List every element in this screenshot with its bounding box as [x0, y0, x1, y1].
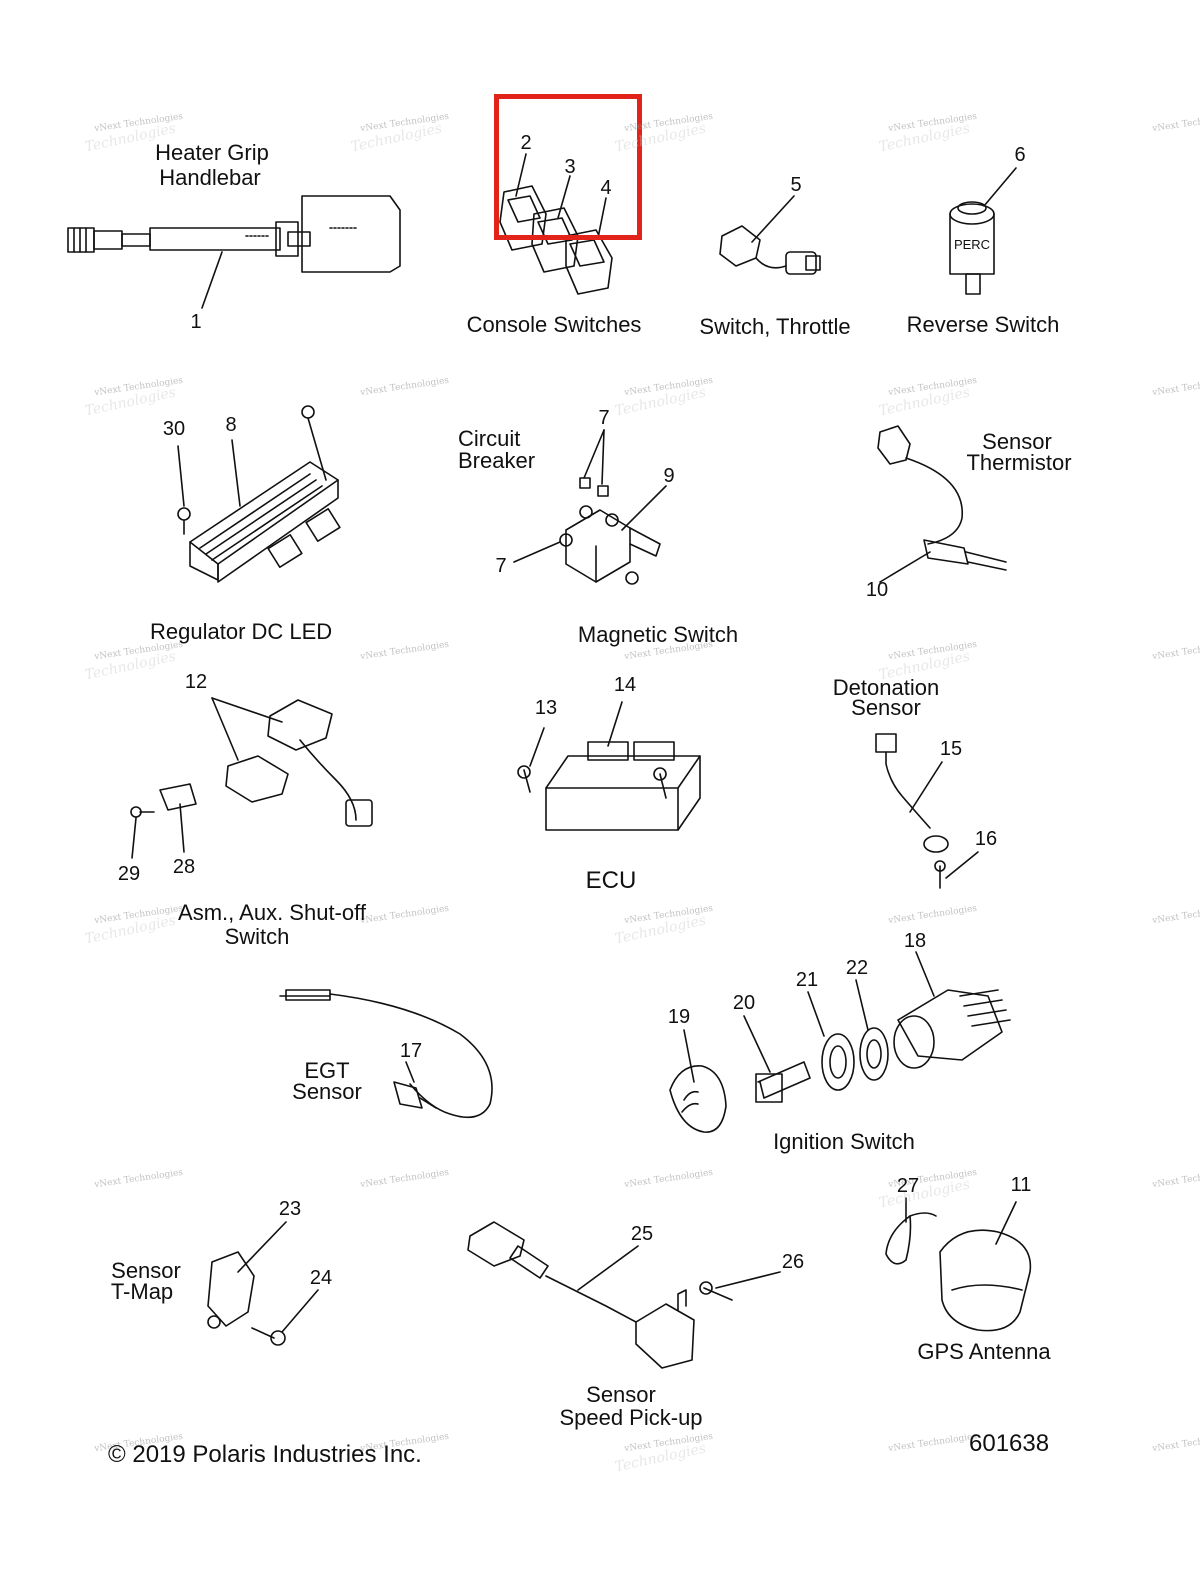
aux-shutoff-part: [130, 697, 373, 859]
selection-highlight: [494, 94, 642, 240]
callout-3: 3: [564, 156, 576, 178]
ecu-part: [517, 701, 701, 831]
magnetic-switch-label: Magnetic Switch: [577, 622, 739, 647]
aux-shutoff-label: Asm., Aux. Shut-off: [178, 900, 366, 925]
callout-22: 22: [845, 957, 869, 979]
callout-25: 25: [630, 1223, 654, 1245]
callout-24: 24: [309, 1267, 333, 1289]
regulator-label: Regulator DC LED: [150, 619, 333, 644]
callout-5: 5: [790, 174, 802, 196]
detonation-sensor-label: Sensor: [851, 695, 921, 720]
callout-7: 7: [598, 407, 610, 429]
egt-sensor-label: EGT: [304, 1058, 350, 1083]
sensor-thermistor-label: Thermistor: [966, 450, 1072, 475]
speed-pickup-part: [467, 1221, 781, 1369]
gps-antenna-label: GPS Antenna: [917, 1339, 1051, 1364]
switch-throttle-label: Switch, Throttle: [699, 314, 851, 339]
callout-2: 2: [520, 132, 532, 154]
sensor-thermistor-label: Sensor: [982, 429, 1052, 454]
callout-6: 6: [1014, 144, 1026, 166]
console-switches-label: Console Switches: [466, 312, 642, 337]
callout-26: 26: [781, 1251, 805, 1273]
reverse-switch-label: Reverse Switch: [906, 312, 1060, 337]
callout-16: 16: [974, 828, 998, 850]
regulator-part: [177, 405, 341, 583]
circuit-breaker-label: Breaker: [458, 448, 536, 473]
callout-4: 4: [600, 177, 612, 199]
sensor-tmap-label: T-Map: [110, 1279, 174, 1304]
copyright-text: © 2019 Polaris Industries Inc.: [108, 1441, 422, 1468]
console-switches-part: [499, 153, 613, 295]
ignition-switch-part: [669, 951, 1011, 1133]
callout-19: 19: [667, 1006, 691, 1028]
callout-1: 1: [190, 311, 202, 333]
ignition-switch-label: Ignition Switch: [773, 1129, 915, 1154]
callout-20: 20: [732, 992, 756, 1014]
throttle-switch-part: [719, 195, 821, 275]
magnetic-switch-part: [513, 429, 667, 585]
egt-sensor-label: Sensor: [292, 1079, 362, 1104]
callout-9: 9: [663, 465, 675, 487]
detonation-sensor-part: [875, 733, 979, 889]
aux-shutoff-label: Switch: [224, 924, 290, 949]
callout-15: 15: [939, 738, 963, 760]
callout-8: 8: [225, 414, 237, 436]
callout-10: 10: [865, 579, 889, 601]
callout-7: 7: [495, 555, 507, 577]
callout-17: 17: [399, 1040, 423, 1062]
speed-pickup-label: Sensor: [586, 1382, 656, 1407]
reverse-switch-marking: PERC: [953, 237, 991, 252]
callout-14: 14: [613, 674, 637, 696]
heater-grip-label: Handlebar: [159, 165, 261, 190]
egt-sensor-part: [279, 989, 493, 1119]
heater-grip-part: [67, 195, 401, 309]
callout-30: 30: [162, 418, 186, 440]
callout-11: 11: [1010, 1174, 1032, 1196]
callout-13: 13: [534, 697, 558, 719]
sensor-tmap-part: [207, 1221, 319, 1346]
ecu-label: ECU: [585, 867, 637, 894]
sensor-tmap-label: Sensor: [111, 1258, 181, 1283]
circuit-breaker-label: Circuit: [458, 426, 521, 451]
reverse-switch-part: [949, 167, 1017, 295]
callout-12: 12: [184, 671, 208, 693]
callout-29: 29: [117, 863, 141, 885]
callout-27: 27: [896, 1175, 920, 1197]
sensor-thermistor-part: [877, 425, 1007, 583]
heater-grip-label: Heater Grip: [155, 140, 269, 165]
detonation-sensor-label: Detonation: [832, 675, 940, 700]
callout-28: 28: [172, 856, 196, 878]
speed-pickup-label: Speed Pick-up: [559, 1405, 703, 1430]
diagram-id: 601638: [969, 1430, 1050, 1457]
callout-23: 23: [278, 1198, 302, 1220]
gps-antenna-part: [885, 1197, 1032, 1332]
callout-18: 18: [903, 930, 927, 952]
callout-21: 21: [795, 969, 819, 991]
